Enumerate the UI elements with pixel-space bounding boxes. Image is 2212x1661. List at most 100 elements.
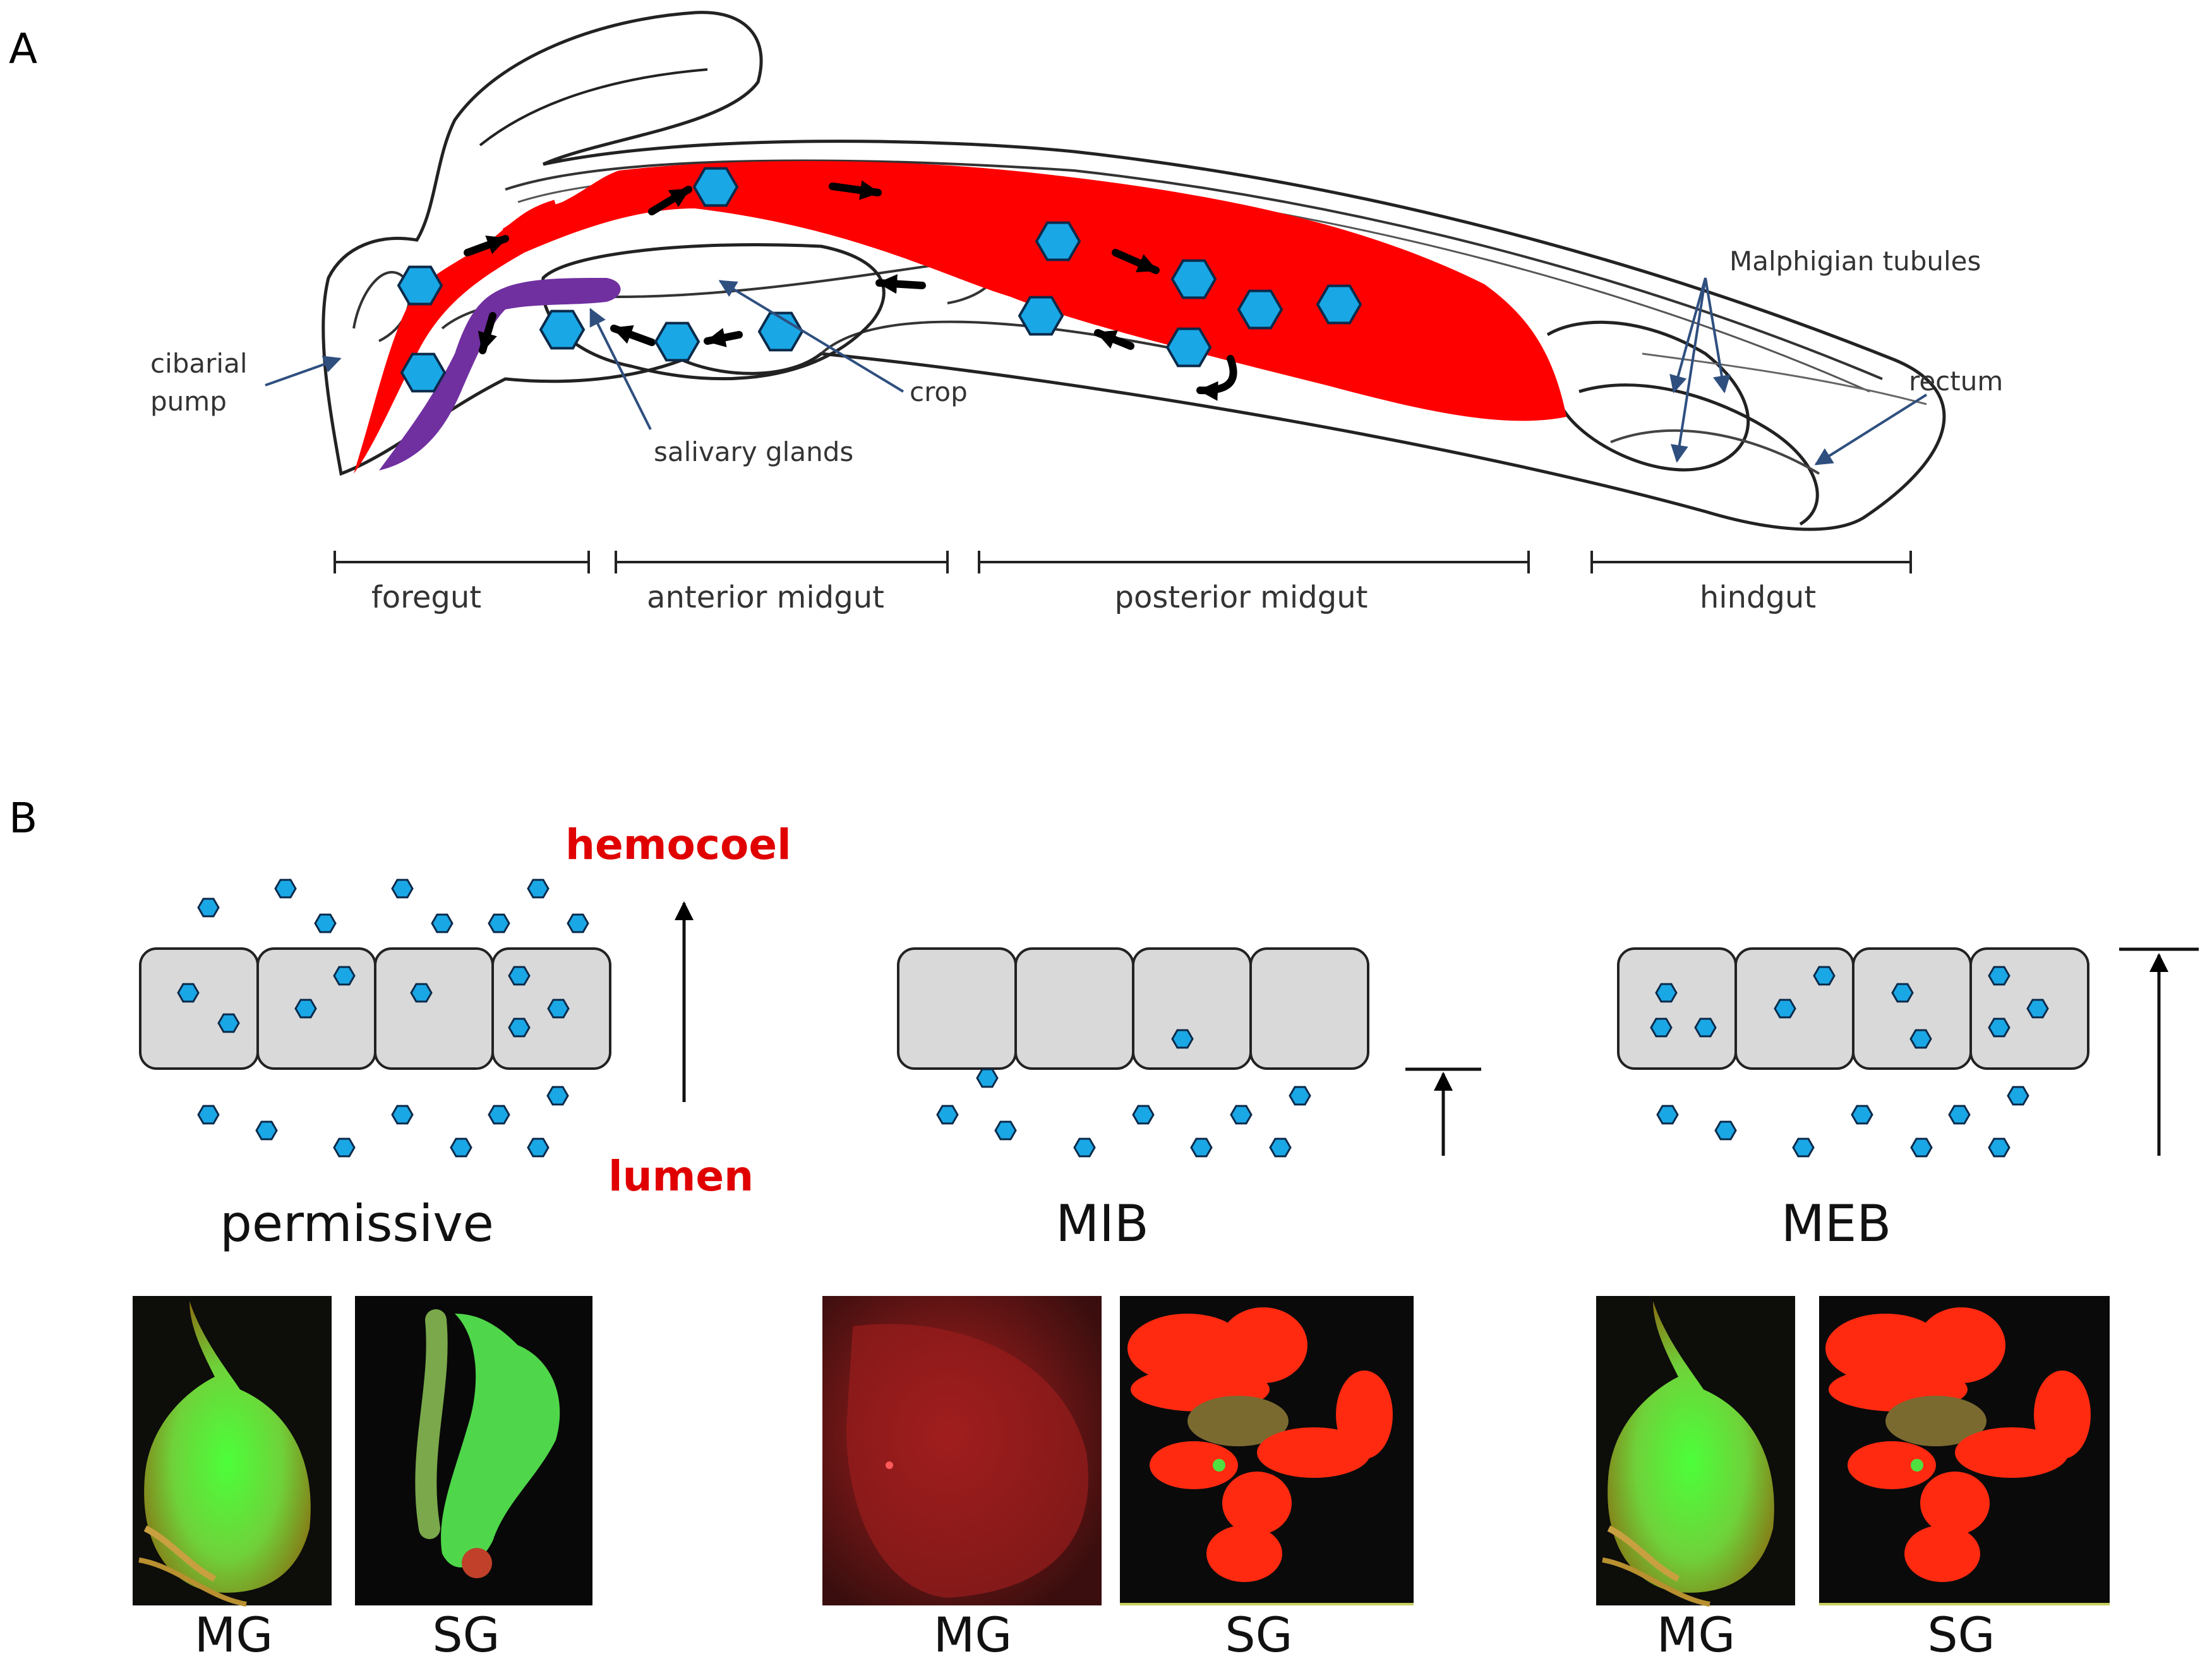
virus-particle-small — [255, 1120, 278, 1141]
micrograph-mib-mg — [822, 1296, 1102, 1605]
virus-particle-small — [508, 1017, 531, 1038]
flow-arrow — [610, 325, 656, 346]
virus-particle-small — [314, 913, 337, 933]
virus-particle-small — [547, 998, 570, 1019]
rectum-label: rectum — [1909, 366, 2003, 397]
flow-arrow — [1112, 249, 1160, 274]
virus-particle-small — [1650, 1017, 1673, 1038]
segment-hindgut: hindgut — [1700, 580, 1816, 615]
virus-particle-small — [1694, 1017, 1717, 1038]
virus-particles-panel-a — [397, 167, 1362, 393]
hemocoel-label: hemocoel — [565, 820, 791, 869]
virus-particle-small — [527, 1137, 550, 1158]
label-permissive-mg: MG — [195, 1607, 273, 1661]
flow-arrow — [1196, 355, 1237, 401]
micrograph-permissive-mg — [133, 1296, 332, 1607]
virus-particle-small — [2026, 998, 2049, 1019]
panel-a-letter: A — [9, 25, 37, 73]
virus-particle-small — [1230, 1105, 1253, 1125]
virus-particle-small — [1774, 998, 1796, 1019]
flow-arrow — [704, 328, 743, 347]
virus-particle — [1018, 296, 1064, 336]
label-meb-sg: SG — [1927, 1607, 1995, 1661]
virus-particle-small — [1851, 1105, 1873, 1125]
virus-particle-small — [1948, 1105, 1971, 1125]
segment-posterior-midgut: posterior midgut — [1115, 580, 1368, 615]
barrier-arrows — [675, 901, 2199, 1156]
virus-particle-small — [391, 878, 414, 899]
virus-particle — [757, 311, 804, 352]
virus-particle-small — [1910, 1137, 1933, 1158]
tubules-pointer-3 — [1671, 277, 1707, 463]
virus-particle-small — [527, 878, 550, 899]
virus-particle — [1237, 289, 1283, 330]
virus-particle-small — [546, 1086, 569, 1106]
virus-particle-small — [274, 878, 297, 899]
virus-particle-small — [391, 1105, 414, 1125]
virus-particle — [397, 265, 443, 306]
virus-particle-small — [1988, 966, 2011, 986]
virus-particle-small — [1289, 1086, 1311, 1106]
epithelial-cell — [1132, 947, 1252, 1070]
virus-particle — [539, 309, 586, 350]
virus-particle-small — [1190, 1137, 1213, 1158]
flow-arrow — [1094, 329, 1134, 350]
pump-label: pump — [150, 386, 227, 417]
panel-b-letter: B — [9, 794, 37, 842]
crop-pointer — [718, 280, 905, 393]
virus-particle-small — [177, 983, 200, 1003]
label-mib-mg: MG — [934, 1607, 1012, 1661]
flow-arrow — [875, 274, 926, 294]
micrograph-meb-mg — [1596, 1296, 1795, 1607]
epithelial-cell — [1852, 947, 1972, 1070]
virus-particle-small — [431, 913, 454, 933]
virus-particle-small — [1714, 1120, 1737, 1141]
rectum-pointer — [1814, 393, 1928, 465]
virus-particle-small — [450, 1137, 472, 1158]
micrograph-mib-sg — [1120, 1296, 1414, 1605]
virus-particle-small — [508, 966, 531, 986]
flow-arrow — [648, 186, 692, 215]
crop-label: crop — [910, 376, 968, 407]
virus-particle — [400, 352, 447, 393]
mosquito-gut-anatomy — [322, 11, 1946, 531]
micrographs — [133, 1296, 2110, 1607]
label-meb-mg: MG — [1657, 1607, 1735, 1661]
flow-arrow — [829, 180, 882, 200]
virus-particles-panel-b — [177, 878, 2049, 1158]
cibarial-pump-pointer — [265, 356, 342, 387]
virus-particle — [1165, 327, 1212, 368]
epithelial-cell — [374, 947, 494, 1070]
virus-particle-small — [1656, 1105, 1679, 1125]
virus-particle-small — [1792, 1137, 1815, 1158]
virus-particle — [1170, 259, 1217, 299]
tubules-pointer-1 — [1669, 277, 1707, 393]
virus-particle — [1035, 221, 1081, 261]
condition-permissive: permissive — [220, 1194, 494, 1253]
virus-particle-small — [2007, 1086, 2029, 1106]
epithelial-cell — [1014, 947, 1134, 1070]
virus-particle-small — [197, 1105, 220, 1125]
virus-particle-small — [333, 1137, 356, 1158]
virus-particle-small — [217, 1013, 240, 1033]
virus-particle-small — [1655, 983, 1678, 1003]
virus-particle-small — [1269, 1137, 1292, 1158]
malphigian-tubules-label: Malphigian tubules — [1729, 246, 1981, 277]
condition-mib: MIB — [1055, 1194, 1149, 1253]
segment-anterior-midgut: anterior midgut — [647, 580, 884, 615]
flow-arrows — [464, 180, 1237, 401]
virus-particle-small — [1073, 1137, 1096, 1158]
micrograph-meb-sg — [1819, 1296, 2110, 1605]
condition-meb: MEB — [1781, 1194, 1891, 1253]
micrograph-permissive-sg — [355, 1296, 592, 1605]
virus-particle-small — [1909, 1029, 1932, 1049]
epithelial-cell — [1249, 947, 1369, 1070]
virus-particle-small — [976, 1068, 999, 1088]
virus-particle-small — [410, 983, 433, 1003]
virus-particle-small — [1891, 983, 1914, 1003]
panel-a-callouts — [265, 277, 1928, 465]
virus-particle — [654, 321, 700, 362]
tubules-pointer-2 — [1704, 277, 1731, 393]
virus-particle-small — [567, 913, 589, 933]
